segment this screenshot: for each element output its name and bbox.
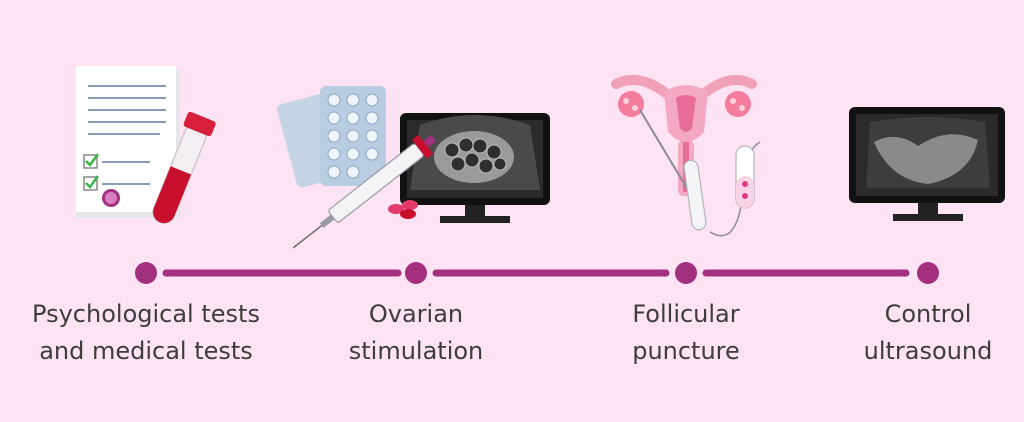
step-label-line: Psychological tests — [32, 300, 260, 328]
ovarian-stimulation-icon — [277, 86, 550, 249]
step-label-ovarian-stimulation: Ovarian stimulation — [266, 296, 566, 370]
step-label-control-ultrasound: Control ultrasound — [778, 296, 1024, 370]
timeline-node — [917, 262, 939, 284]
step-label-line: and medical tests — [39, 337, 253, 365]
control-ultrasound-icon — [849, 107, 1005, 221]
step-label-line: stimulation — [348, 337, 484, 365]
timeline-node — [405, 262, 427, 284]
step-label-line: Ovarian — [368, 300, 464, 328]
step-label-line: Control — [884, 300, 972, 328]
timeline-node — [135, 262, 157, 284]
timeline-node — [675, 262, 697, 284]
step-label-psychological-medical-tests: Psychological tests and medical tests — [0, 296, 296, 370]
step-label-line: Follicular — [632, 300, 740, 328]
step-label-follicular-puncture: Follicular puncture — [536, 296, 836, 370]
medical-tests-icon — [76, 66, 216, 224]
step-label-line: puncture — [632, 337, 740, 365]
follicular-puncture-icon — [611, 74, 761, 237]
step-label-line: ultrasound — [863, 337, 993, 365]
